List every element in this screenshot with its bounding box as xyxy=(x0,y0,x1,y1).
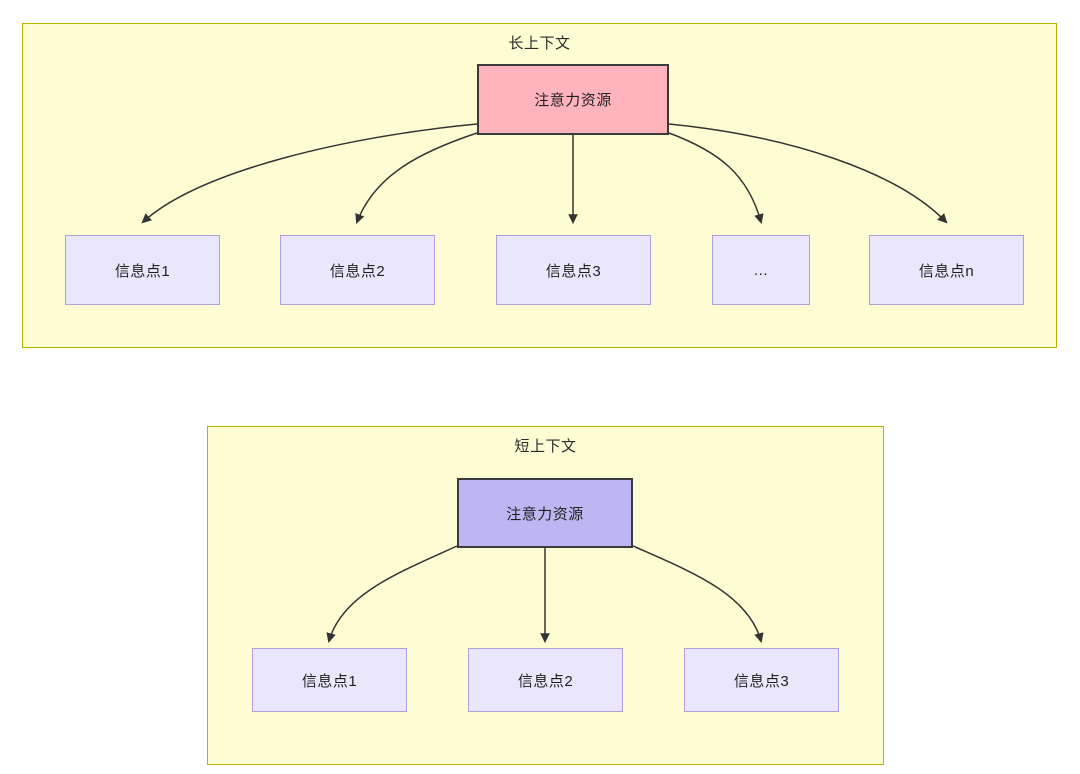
node-short-leaf-2-label: 信息点2 xyxy=(517,672,574,690)
node-long-attention-resource-label: 注意力资源 xyxy=(534,92,612,109)
node-long-leaf-ellipsis-label: ... xyxy=(753,261,768,279)
panel-long-context-title: 长上下文 xyxy=(508,35,571,52)
node-long-leaf-2-label: 信息点2 xyxy=(329,262,386,280)
node-long-leaf-3-label: 信息点3 xyxy=(545,262,602,280)
node-short-attention-resource-label: 注意力资源 xyxy=(506,505,584,523)
node-short-leaf-3-label: 信息点3 xyxy=(733,672,790,690)
node-long-leaf-3[interactable]: 信息点3 xyxy=(496,235,651,305)
node-long-leaf-n-label: 信息点n xyxy=(918,262,975,280)
panel-short-context-title: 短上下文 xyxy=(514,438,577,455)
node-short-attention-resource[interactable]: 注意力资源 xyxy=(457,478,633,548)
node-long-leaf-n[interactable]: 信息点n xyxy=(869,235,1024,305)
node-short-leaf-2[interactable]: 信息点2 xyxy=(468,648,623,712)
panel-short-context: 短上下文 xyxy=(207,426,884,765)
node-long-leaf-2[interactable]: 信息点2 xyxy=(280,235,435,305)
node-long-leaf-ellipsis[interactable]: ... xyxy=(712,235,810,305)
node-short-leaf-3[interactable]: 信息点3 xyxy=(684,648,839,712)
node-short-leaf-1-label: 信息点1 xyxy=(301,672,358,690)
node-short-leaf-1[interactable]: 信息点1 xyxy=(252,648,407,712)
node-long-leaf-1-label: 信息点1 xyxy=(114,262,171,280)
node-long-attention-resource[interactable]: 注意力资源 xyxy=(477,64,669,135)
node-long-leaf-1[interactable]: 信息点1 xyxy=(65,235,220,305)
